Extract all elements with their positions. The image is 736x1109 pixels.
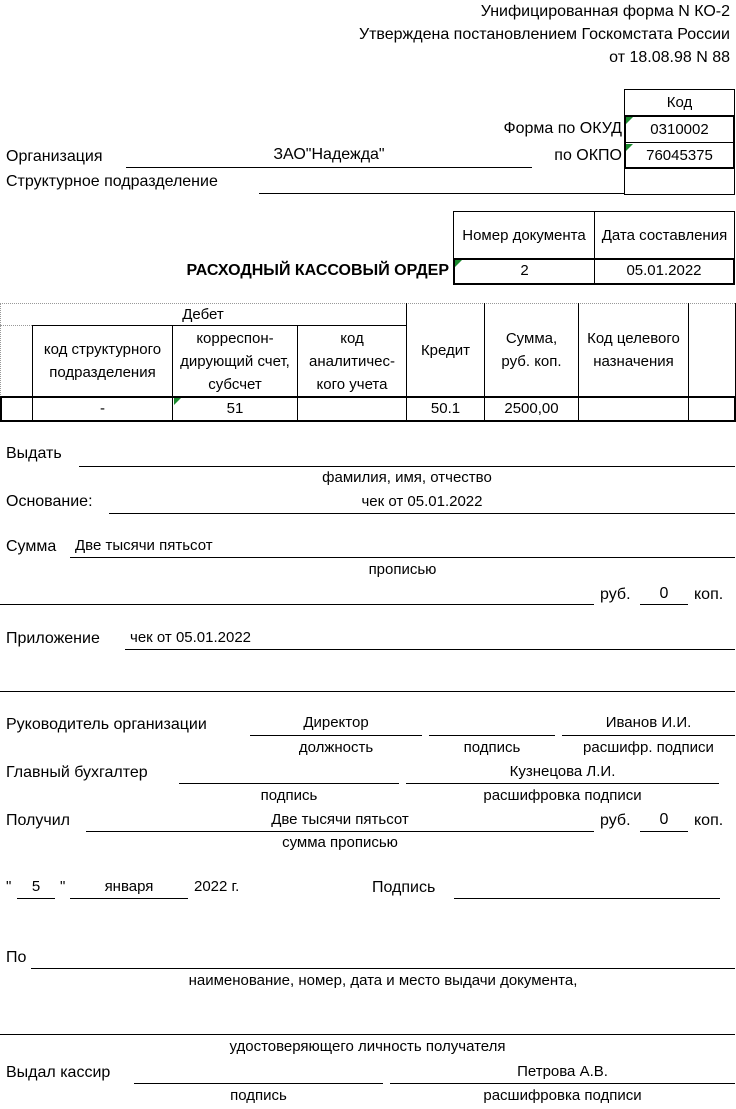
- table-row-frame: [0, 396, 736, 422]
- head-caption-decode: расшифр. подписи: [583, 739, 714, 756]
- division-label: Структурное подразделение: [6, 173, 218, 190]
- form-header-line3: от 18.08.98 N 88: [609, 49, 730, 66]
- cell-account: 51: [226, 399, 244, 417]
- head-name: Иванов И.И.: [605, 714, 692, 731]
- issue-caption: фамилия, имя, отчество: [322, 469, 492, 486]
- basis-value: чек от 05.01.2022: [361, 493, 483, 510]
- form-header-line1: Унифицированная форма N КО-2: [480, 3, 730, 20]
- date-month: января: [104, 878, 154, 895]
- codes-header: Код: [666, 94, 693, 111]
- cell-analytic: [298, 397, 406, 419]
- cashier-caption-signature: подпись: [230, 1087, 287, 1104]
- head-caption-signature: подпись: [463, 739, 521, 756]
- passport-label: По: [6, 949, 27, 966]
- passport-caption-2: удостоверяющего личность получателя: [229, 1038, 506, 1055]
- accountant-caption-signature: подпись: [260, 787, 318, 804]
- received-value: Две тысячи пятьсот: [271, 811, 409, 828]
- col-analytic-header: код аналитичес-кого учета: [308, 329, 395, 393]
- date-year: 2022 г.: [194, 878, 240, 895]
- head-caption-position: должность: [298, 739, 374, 756]
- col-account-header: корреспон-дирующий счет, субсчет: [180, 329, 290, 393]
- cell-credit: 50.1: [430, 399, 461, 417]
- attachment-label: Приложение: [6, 630, 100, 647]
- okpo-value: 76045375: [646, 147, 713, 164]
- col-credit-header: Кредит: [420, 341, 471, 359]
- attachment-value: чек от 05.01.2022: [130, 629, 252, 646]
- date-quote-open: ": [6, 878, 12, 895]
- date-day: 5: [31, 878, 41, 895]
- organization-value: ЗАО"Надежда": [273, 146, 385, 163]
- amount-kop-value: 0: [659, 585, 669, 602]
- col-purpose-header: Код целевого назначения: [587, 330, 680, 370]
- head-label: Руководитель организации: [6, 716, 207, 733]
- head-position: Директор: [303, 714, 369, 731]
- doc-number-header: Номер документа: [462, 226, 586, 244]
- received-label: Получил: [6, 812, 70, 829]
- received-caption: сумма прописью: [282, 834, 398, 851]
- issue-label: Выдать: [6, 445, 62, 462]
- received-kop-label: коп.: [694, 812, 724, 829]
- cell-division-code: -: [100, 399, 105, 417]
- okpo-label: по ОКПО: [554, 147, 622, 164]
- form-header-line2: Утверждена постановлением Госкомстата Ро…: [358, 26, 730, 43]
- amount-kop-label: коп.: [694, 586, 724, 603]
- amount-value: Две тысячи пятьсот: [75, 537, 213, 554]
- okud-label: Форма по ОКУД: [503, 120, 622, 137]
- document-title: РАСХОДНЫЙ КАССОВЫЙ ОРДЕР: [186, 262, 449, 279]
- accountant-label: Главный бухгалтер: [6, 764, 148, 781]
- doc-date: 05.01.2022: [626, 262, 702, 279]
- date-quote-close: ": [60, 878, 66, 895]
- cell-purpose: [579, 397, 688, 419]
- amount-caption: прописью: [368, 561, 437, 578]
- okud-value: 0310002: [650, 120, 709, 138]
- amount-label: Сумма: [6, 538, 57, 555]
- cashier-caption-decode: расшифровка подписи: [483, 1087, 642, 1104]
- cashier-name: Петрова А.В.: [517, 1063, 608, 1080]
- organization-label: Организация: [6, 148, 103, 165]
- debit-header: Дебет: [182, 305, 224, 323]
- col-division-code-header: код структурного подразделения: [43, 341, 162, 381]
- basis-label: Основание:: [6, 493, 93, 510]
- col-sum-header: Сумма, руб. коп.: [501, 330, 562, 370]
- received-kop-value: 0: [659, 811, 669, 828]
- cell-sum: 2500,00: [504, 399, 559, 417]
- accountant-caption-decode: расшифровка подписи: [483, 787, 642, 804]
- amount-rub-label: руб.: [600, 586, 631, 603]
- signature-label: Подпись: [372, 879, 436, 896]
- cashier-label: Выдал кассир: [6, 1064, 111, 1081]
- accountant-name: Кузнецова Л.И.: [509, 763, 616, 780]
- passport-caption-1: наименование, номер, дата и место выдачи…: [188, 972, 578, 989]
- doc-date-header: Дата составления: [601, 226, 728, 244]
- received-rub-label: руб.: [600, 812, 631, 829]
- doc-number: 2: [520, 262, 529, 279]
